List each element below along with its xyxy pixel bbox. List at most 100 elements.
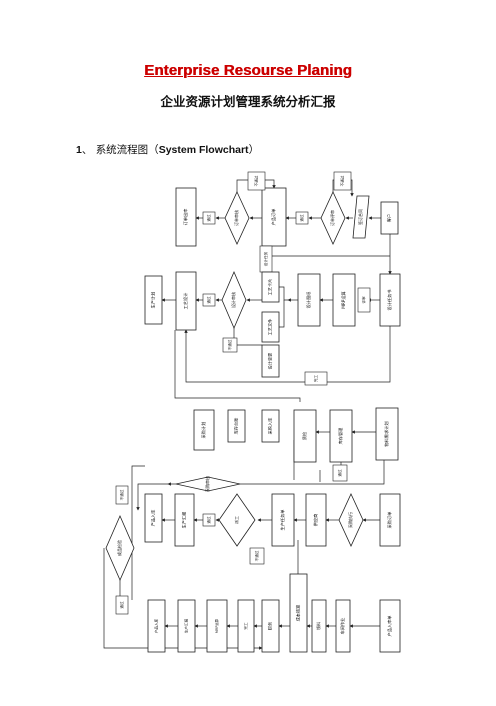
flow-connector [279,300,285,328]
section-separator: 、 [81,144,93,156]
node-box-quality_check [293,409,317,463]
node-diamond-design_review [221,270,247,330]
flow-connector [265,246,390,257]
node-label-pass_5: 通过 [206,516,211,524]
node-label-cost: 成本核算 [295,605,302,622]
node-label-work_order: 生产任务单 [279,510,286,531]
node-tag-review_design [357,287,371,313]
node-label-mrp: MRP运算 [214,618,219,633]
section-heading: 1、 系统流程图（System Flowchart） [76,142,259,157]
document-subtitle: 企业资源计划管理系统分析汇报 [160,94,336,109]
node-tag-pass_3 [202,293,216,307]
node-label-workshop: 车间作业 [339,618,346,635]
node-label-order_review: 订单评审 [329,210,335,226]
node-box-mrp [206,599,228,653]
node-label-purchase_order: 采购订单 [386,512,393,529]
node-box-purchase_plan [193,409,215,451]
node-label-design_task: 设计任务 [263,251,268,266]
node-box-process_design [175,271,197,331]
node-label-mrp: MRP运算 [340,291,347,308]
node-box-product_ledger [379,599,401,653]
node-label-reject_5: 不通过 [254,550,259,561]
node-label-reject_2: 不通过 [254,175,259,186]
node-tag-complete [304,371,328,386]
node-label-order_review_2: 订单审核 [233,210,239,226]
node-label-final_check: 成品检验 [116,540,122,556]
node-tag-pass_4 [332,464,348,482]
node-box-mat_plan [375,407,399,461]
node-tag-reject_3 [222,337,238,353]
node-box-mat_issue [311,599,327,653]
node-diamond-purchase_exec [338,493,364,547]
node-box-prod_plan [144,275,163,325]
node-box-prod_in [147,599,166,653]
flow-connector [131,465,145,600]
node-box-design_plan [379,273,401,327]
node-label-pass_6: 通过 [119,601,124,609]
node-label-purchase_review: 采购审核 [204,476,210,492]
node-label-dispatch: 派工 [234,516,239,524]
node-label-order_contract: 签订合同 [357,209,363,225]
node-box-mrp [332,273,356,327]
node-box-process_card [261,271,280,303]
section-number: 1 [76,144,82,156]
node-label-mat_issue: 领料 [315,621,322,630]
node-diamond-purchase_review [175,476,241,492]
flow-connector [279,286,288,301]
node-label-pass_2: 通过 [206,214,211,222]
flow-connector [136,483,168,511]
node-tag-pass_1 [295,211,309,225]
node-label-pass_3: 通过 [206,296,211,304]
node-label-prod_report: 生产汇报 [184,618,189,633]
node-diamond-dispatch [218,493,256,547]
node-label-inventory: 库存管理 [337,427,344,445]
node-box-stock_ledger [227,409,246,443]
node-label-customer: 客户 [386,214,393,222]
node-label-design_review: 设计审核 [230,292,236,308]
node-label-prod_in: 产品入库 [154,618,159,633]
node-label-reject_3: 不通过 [227,339,232,350]
node-box-complete [237,599,255,653]
section-label-en: System Flowchart [158,144,249,156]
node-box-supplier [305,493,327,547]
node-tag-reject_6 [115,485,129,505]
node-box-purchase_in [261,409,280,443]
node-label-design_change: 设计变更 [267,352,274,370]
node-diamond-order_review_2 [224,191,250,245]
node-para-order_contract [352,195,370,239]
node-box-stock_out [175,187,197,247]
node-box-prod_report [177,599,196,653]
node-box-inventory [329,409,353,463]
node-label-purchase_plan: 采购计划 [200,422,207,439]
node-diamond-final_check [105,515,135,581]
node-box-work_order [271,493,295,547]
node-tag-pass_2 [202,211,216,225]
node-label-prod_plan: 生产计划 [150,292,157,309]
node-label-stock_ledger: 库存台账 [233,417,240,435]
section-label-cn: 系统流程图（ [95,144,159,156]
node-label-prod_report: 生产汇报 [181,511,188,529]
node-label-design_plan: 设计任务书 [386,290,393,311]
node-label-complete: 完工 [243,622,248,630]
node-label-pass_4: 通过 [337,469,342,477]
node-box-workshop [335,599,351,653]
node-label-pass_1: 通过 [299,214,304,222]
node-box-finance [261,599,280,653]
node-box-prod_in [144,493,163,543]
node-box-design_draw [297,273,321,327]
node-box-customer [380,201,399,235]
node-box-design_change [261,344,280,378]
node-tag-reject_1 [333,171,352,191]
node-tag-pass_6 [115,595,129,615]
node-label-prod_in: 产品入库 [150,510,157,527]
node-label-purchase_exec: 采购执行 [347,512,353,528]
node-label-review_design: 评审 [361,296,366,304]
node-diamond-order_review [320,191,346,245]
node-label-product_order: 产品订单 [270,209,277,226]
flow-connector [184,326,391,383]
node-label-process_design: 工艺设计 [182,293,189,310]
node-label-product_ledger: 产品入库单 [386,616,393,637]
